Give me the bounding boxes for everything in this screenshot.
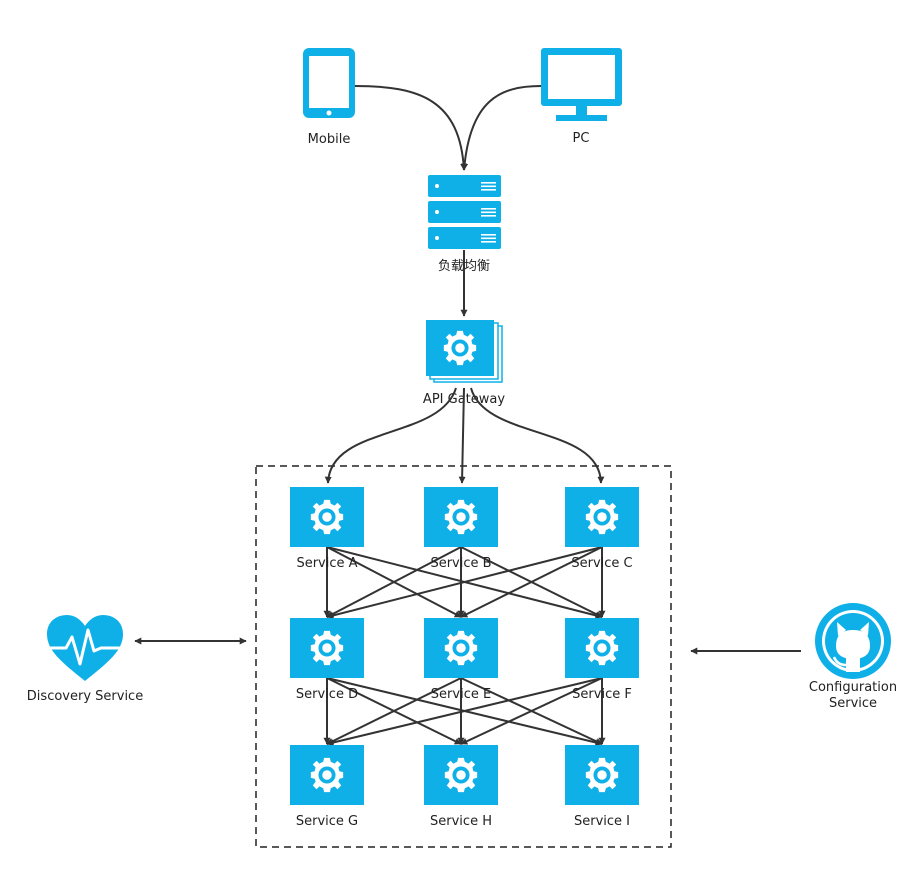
service-d-label: Service D <box>296 687 358 702</box>
service-b-label: Service B <box>430 556 491 571</box>
services-boundary <box>255 465 672 848</box>
service-i-label: Service I <box>574 814 630 829</box>
github-icon <box>815 603 891 679</box>
heartbeat-icon <box>47 615 123 681</box>
edge-gateway-to-c <box>470 387 605 484</box>
edge-e-to-g <box>326 677 462 745</box>
gear-icon <box>585 757 619 793</box>
server-stack-icon <box>428 175 501 249</box>
gear-icon <box>444 757 478 793</box>
service-h-label: Service H <box>430 814 492 829</box>
configuration-service-label-line2: Service <box>829 696 877 711</box>
pc-label: PC <box>573 131 590 146</box>
edge-c-to-d <box>326 546 603 619</box>
service-f-node[interactable]: Service F <box>565 618 639 702</box>
service-h-node[interactable]: Service H <box>424 745 498 829</box>
edge-f-to-g <box>326 677 603 746</box>
gear-icon <box>310 757 344 793</box>
service-b-node[interactable]: Service B <box>424 487 498 571</box>
edge-pc-to-lb <box>461 85 542 171</box>
edge-gateway-to-a <box>324 387 457 484</box>
edge-c-to-e <box>460 546 603 618</box>
mobile-icon <box>303 48 355 118</box>
edge-gateway-to-b <box>458 387 466 484</box>
configuration-service-label-line1: Configuration <box>809 680 897 695</box>
service-c-label: Service C <box>571 556 632 571</box>
service-d-node[interactable]: Service D <box>290 618 364 702</box>
edge-f-to-h <box>460 677 603 745</box>
connections <box>134 85 801 746</box>
gear-icon <box>310 499 344 535</box>
service-f-label: Service F <box>572 687 632 702</box>
gear-icon <box>310 630 344 666</box>
mobile-label: Mobile <box>308 132 351 147</box>
gear-icon <box>585 630 619 666</box>
discovery-service-label: Discovery Service <box>27 689 143 704</box>
service-a-label: Service A <box>296 556 357 571</box>
gear-icon <box>585 499 619 535</box>
gear-icon <box>444 499 478 535</box>
edge-mobile-to-lb <box>354 85 468 171</box>
service-e-label: Service E <box>431 687 491 702</box>
pc-icon <box>541 48 622 121</box>
api-gateway-icon <box>426 320 503 383</box>
edge-b-to-d <box>326 546 462 618</box>
service-e-node[interactable]: Service E <box>424 618 498 702</box>
service-c-node[interactable]: Service C <box>565 487 639 571</box>
service-a-node[interactable]: Service A <box>290 487 364 571</box>
gear-icon <box>444 630 478 666</box>
service-g-label: Service G <box>296 814 358 829</box>
service-g-node[interactable]: Service G <box>290 745 364 829</box>
service-i-node[interactable]: Service I <box>565 745 639 829</box>
